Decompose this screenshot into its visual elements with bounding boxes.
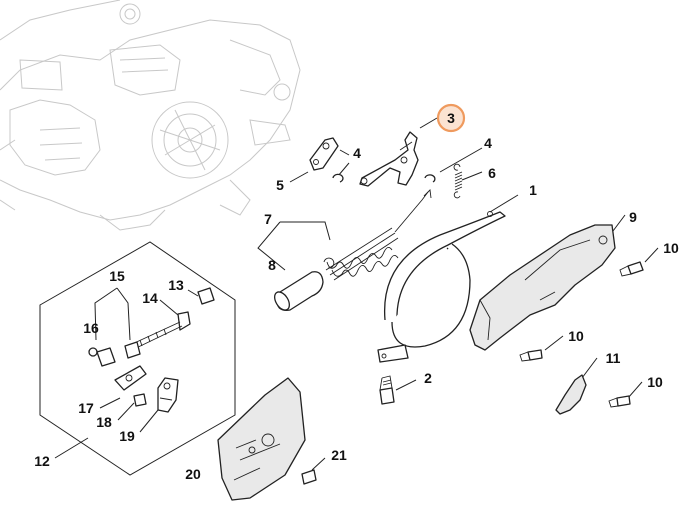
part-5-lever: [309, 137, 339, 171]
callout-5: 5: [276, 177, 284, 193]
callout-15: 15: [109, 268, 125, 284]
part-20-side-plate: [217, 377, 306, 501]
highlight-callout-3[interactable]: 3: [436, 103, 466, 133]
part-8-sleeve: [274, 271, 324, 311]
callout-20: 20: [185, 466, 201, 482]
callout-16: 16: [83, 320, 99, 336]
part-1-brake-band: [377, 211, 506, 363]
part-19-bracket: [157, 377, 179, 413]
callout-8: 8: [268, 257, 276, 273]
part-10-screw-a: [619, 261, 644, 277]
callout-10-top: 10: [663, 240, 679, 256]
chainsaw-body-ghost: [0, 0, 301, 231]
part-9-chain-cover: [469, 224, 616, 351]
part-4-circlip-right: [424, 174, 436, 183]
part-18-screw: [133, 393, 147, 407]
callout-18: 18: [96, 414, 112, 430]
part-15-pin: [124, 341, 141, 359]
callout-10-bottom: 10: [647, 374, 663, 390]
callout-labels: 1 2 4 4 5 6 7 8 9 10 10 10 11 12 13 14 1…: [34, 135, 679, 482]
callout-6: 6: [488, 165, 496, 181]
part-10-screw-c: [608, 395, 631, 408]
callout-4-left: 4: [353, 145, 361, 161]
callout-4-right: 4: [484, 135, 492, 151]
callout-14: 14: [142, 290, 158, 306]
part-10-screw-b: [519, 349, 543, 362]
part-3-brake-lever: [359, 131, 419, 187]
callout-9: 9: [629, 209, 637, 225]
callout-1: 1: [529, 182, 537, 198]
part-7-brake-spring: [323, 189, 432, 281]
callout-7: 7: [264, 211, 272, 227]
part-2-screw: [379, 375, 395, 405]
part-4-circlip-left: [332, 173, 344, 183]
part-21-screw: [301, 469, 317, 485]
part-12-kit-frame: [39, 241, 236, 476]
part-16-ring: [88, 347, 116, 367]
kit-leader-lines: [94, 287, 199, 433]
callout-21: 21: [331, 447, 347, 463]
part-13-nut: [197, 287, 215, 305]
callout-2: 2: [424, 370, 432, 386]
callout-13: 13: [168, 277, 184, 293]
callout-12: 12: [34, 453, 50, 469]
part-6-spring: [453, 163, 463, 199]
callout-17: 17: [78, 400, 94, 416]
leader-lines: [257, 117, 659, 471]
callout-3: 3: [447, 110, 455, 126]
callout-11: 11: [606, 350, 621, 366]
part-17-plate: [114, 365, 147, 391]
part-11-bracket: [555, 374, 587, 415]
callout-19: 19: [119, 428, 135, 444]
part-14-adjuster-screw: [129, 311, 191, 351]
callout-10-middle: 10: [568, 328, 584, 344]
